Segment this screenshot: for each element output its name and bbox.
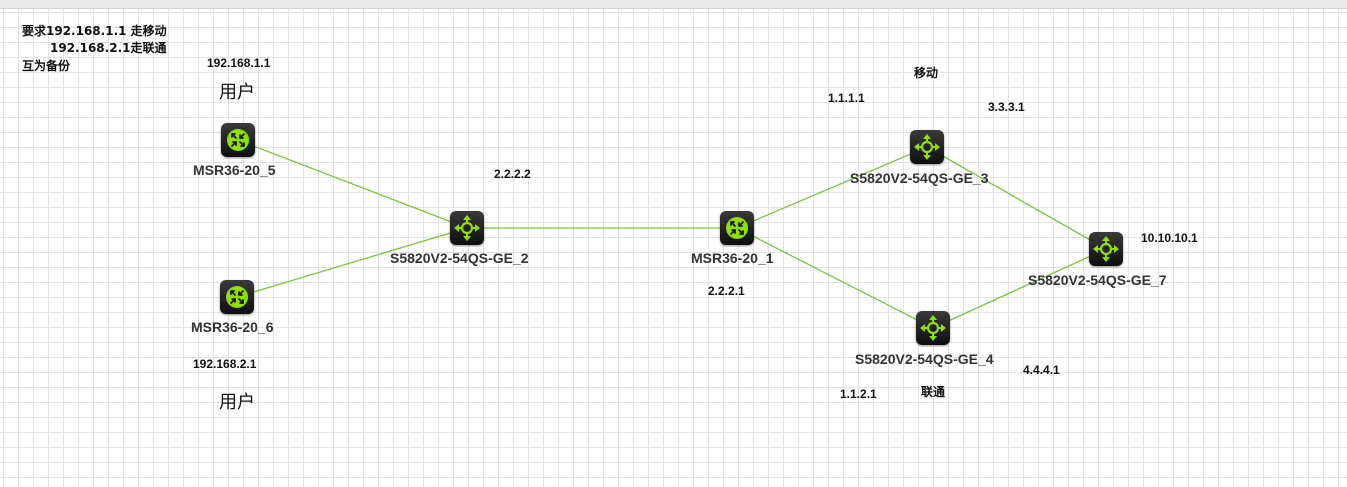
isp-label-unicom: 联通 [921, 385, 946, 399]
switch-s5820v2-ge-2[interactable] [450, 211, 484, 245]
user-bottom-ip: 192.168.2.1 [193, 357, 257, 371]
ip-label-msr1: 2.2.2.1 [708, 284, 745, 298]
user-bottom-label: 用户 [219, 392, 255, 413]
ip-label-sw7: 10.10.10.1 [1141, 231, 1198, 245]
router-icon [226, 286, 248, 308]
router-icon [726, 217, 748, 239]
device-label-msr36-20-6: MSR36-20_6 [191, 319, 274, 335]
switch-icon [454, 215, 480, 241]
device-label-msr36-20-5: MSR36-20_5 [193, 162, 276, 178]
device-label-s5820v2-ge-3: S5820V2-54QS-GE_3 [850, 170, 989, 186]
isp-label-mobile: 移动 [914, 66, 939, 80]
router-msr36-20-1[interactable] [720, 211, 754, 245]
window-top-bar [0, 0, 1347, 9]
ip-label-sw3-link: 1.1.1.1 [828, 91, 865, 105]
ip-label-sw3: 3.3.3.1 [988, 100, 1025, 114]
switch-s5820v2-ge-4[interactable] [916, 311, 950, 345]
switch-icon [1093, 236, 1119, 262]
switch-icon [920, 315, 946, 341]
link-msr5-sw2[interactable] [237, 139, 468, 229]
link-msr1-sw3[interactable] [736, 146, 928, 229]
device-label-s5820v2-ge-2: S5820V2-54QS-GE_2 [390, 250, 529, 266]
router-msr36-20-6[interactable] [220, 280, 254, 314]
switch-s5820v2-ge-3[interactable] [910, 130, 944, 164]
link-msr6-sw2[interactable] [236, 227, 468, 298]
router-msr36-20-5[interactable] [221, 123, 255, 157]
requirement-line-1: 要求192.168.1.1 走移动 [22, 24, 167, 38]
device-label-msr36-20-1: MSR36-20_1 [691, 250, 774, 266]
ip-label-sw4: 4.4.4.1 [1023, 363, 1060, 377]
requirement-line-2: 192.168.2.1走联通 [50, 41, 167, 55]
user-top-ip: 192.168.1.1 [207, 56, 271, 70]
ip-label-sw2: 2.2.2.2 [494, 167, 531, 181]
user-top-label: 用户 [219, 82, 255, 103]
device-label-s5820v2-ge-7: S5820V2-54QS-GE_7 [1028, 272, 1167, 288]
device-label-s5820v2-ge-4: S5820V2-54QS-GE_4 [855, 351, 994, 367]
link-sw4-sw7[interactable] [932, 248, 1107, 329]
switch-s5820v2-ge-7[interactable] [1089, 232, 1123, 266]
requirement-line-3: 互为备份 [22, 59, 71, 73]
router-icon [227, 129, 249, 151]
link-msr1-sw4[interactable] [736, 227, 934, 329]
ip-label-sw4-link: 1.1.2.1 [840, 387, 877, 401]
link-sw3-sw7[interactable] [926, 146, 1107, 250]
switch-icon [914, 134, 940, 160]
